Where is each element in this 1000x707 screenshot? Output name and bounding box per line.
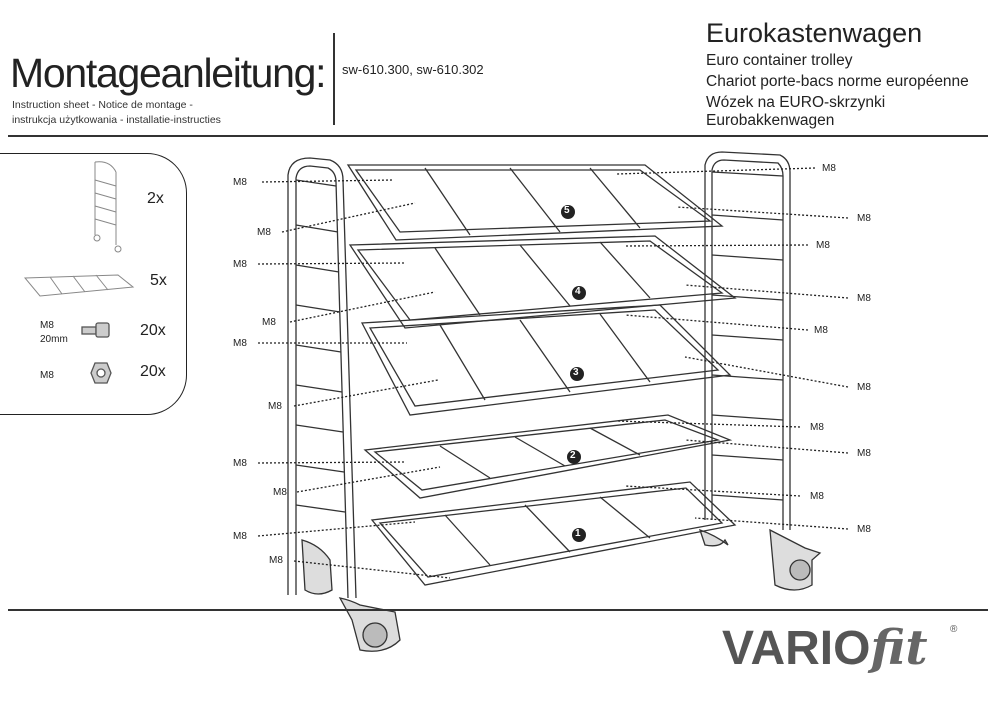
bolt-label: M8: [857, 524, 871, 535]
divider: [333, 33, 335, 125]
parts-qty-shelf: 5x: [150, 272, 167, 289]
bolt-label: M8: [810, 491, 824, 502]
side-frame-icon: [93, 161, 122, 253]
bolt-label: M8: [814, 325, 828, 336]
bolt-label: M8: [857, 213, 871, 224]
subtitle-line1: Instruction sheet - Notice de montage -: [12, 99, 193, 111]
parts-qty-frame: 2x: [147, 190, 164, 207]
bolt-label: M8: [233, 458, 247, 469]
bolt-label: M8: [857, 382, 871, 393]
logo-text-vario: VARIO: [722, 622, 871, 675]
header-rule: [8, 135, 988, 137]
shelf-number-badges: [561, 205, 586, 542]
bolt-label: M8: [257, 227, 271, 238]
bolt-label: M8: [269, 555, 283, 566]
nut-label: M8: [40, 370, 54, 381]
bolt-label: M8: [857, 293, 871, 304]
parts-list-box: [0, 153, 187, 415]
bolt-label: M8: [268, 401, 282, 412]
bolt-label: M8: [810, 422, 824, 433]
bolt-size: 20mm: [40, 334, 68, 345]
bolt-label: M8: [857, 448, 871, 459]
product-title-de: Eurokastenwagen: [706, 18, 923, 48]
bolt-label: M8: [233, 177, 247, 188]
right-side-frame: [698, 151, 822, 591]
parts-qty-bolt: 20x: [140, 322, 166, 339]
bolt-label: M8: [233, 531, 247, 542]
product-title-nl: Eurobakkenwagen: [706, 112, 835, 129]
shelf-number-4: 4: [575, 286, 581, 297]
shelf-number-1: 1: [575, 528, 581, 539]
parts-qty-nut: 20x: [140, 363, 166, 380]
shelf-3: [360, 304, 732, 416]
bolt-label: M8: [40, 320, 54, 331]
shelf-2: [363, 414, 733, 499]
footer-rule: [8, 609, 988, 611]
shelf-frame-icon: [23, 274, 135, 297]
variofit-logo: VARIOfit: [722, 620, 928, 676]
product-title-fr: Chariot porte-bacs norme européenne: [706, 73, 969, 90]
shelf-5: [346, 164, 724, 241]
shelf-number-3: 3: [573, 367, 579, 378]
bolt-icon: [81, 322, 110, 338]
shelf-1: [370, 481, 737, 586]
bolt-label: M8: [816, 240, 830, 251]
bolt-guide-lines: [257, 167, 849, 579]
bolt-label: M8: [233, 259, 247, 270]
subtitle-line2: instrukcja użytkowania - installatie-ins…: [12, 114, 221, 126]
product-title-en: Euro container trolley: [706, 52, 853, 69]
logo-text-fit: fit: [870, 620, 928, 676]
registered-mark: ®: [950, 624, 958, 635]
left-side-frame: [287, 157, 401, 652]
bolt-label: M8: [233, 338, 247, 349]
product-title-pl: Wózek na EURO-skrzynki: [706, 94, 886, 111]
bolt-label: M8: [262, 317, 276, 328]
nut-icon: [90, 362, 112, 384]
model-numbers: sw-610.300, sw-610.302: [342, 62, 484, 77]
shelf-4: [348, 235, 737, 329]
bolt-label: M8: [822, 163, 836, 174]
bolt-label: M8: [273, 487, 287, 498]
page-title: Montageanleitung:: [10, 50, 327, 96]
shelf-number-5: 5: [564, 205, 570, 216]
shelf-number-2: 2: [570, 450, 576, 461]
